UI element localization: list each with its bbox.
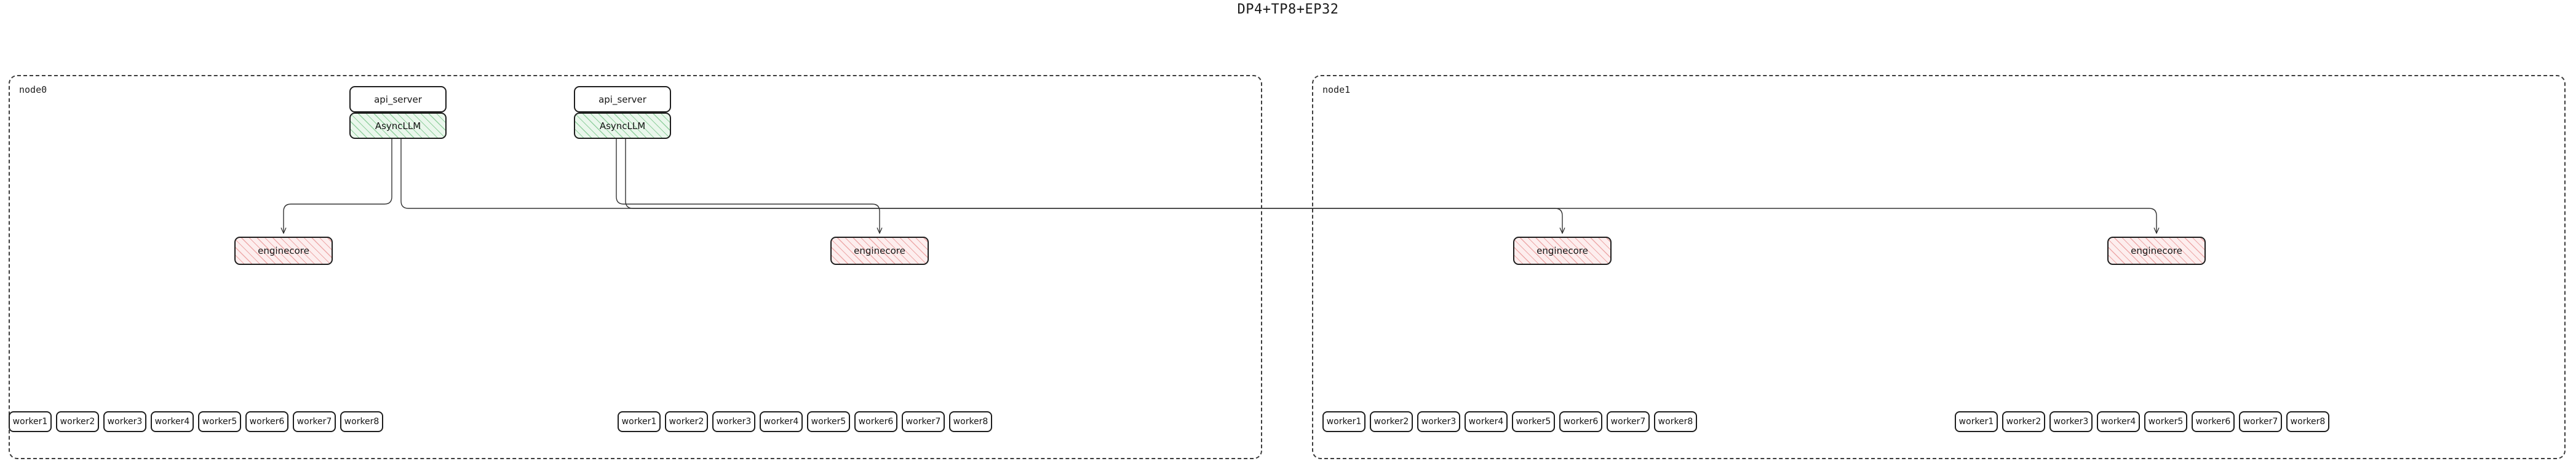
worker-box-label: worker4	[1468, 417, 1504, 427]
worker-box-label: worker3	[107, 417, 143, 427]
page-title: DP4+TP8+EP32	[1237, 2, 1339, 17]
worker-box-label: worker6	[2195, 417, 2231, 427]
worker-box[interactable]: worker7	[1607, 411, 1650, 432]
worker-box[interactable]: worker3	[712, 411, 755, 432]
async-llm-box-label: AsyncLLM	[375, 120, 421, 132]
worker-box-label: worker4	[763, 417, 799, 427]
worker-box-label: worker2	[60, 417, 95, 427]
worker-box-label: worker3	[1421, 417, 1457, 427]
worker-box-label: worker8	[2290, 417, 2326, 427]
api-server-box-label: api_server	[374, 93, 422, 105]
worker-box-label: worker8	[344, 417, 380, 427]
worker-box[interactable]: worker8	[949, 411, 992, 432]
worker-box[interactable]: worker7	[293, 411, 336, 432]
worker-box[interactable]: worker3	[103, 411, 146, 432]
worker-box[interactable]: worker4	[760, 411, 803, 432]
worker-box-label: worker2	[2006, 417, 2041, 427]
worker-box[interactable]: worker7	[2239, 411, 2282, 432]
worker-box[interactable]: worker8	[2286, 411, 2329, 432]
worker-box[interactable]: worker5	[198, 411, 241, 432]
api-server-box-label: api_server	[598, 93, 646, 105]
worker-box-label: worker5	[202, 417, 237, 427]
worker-box-label: worker6	[249, 417, 285, 427]
worker-box-label: worker1	[621, 417, 657, 427]
async-llm-box[interactable]: AsyncLLM	[574, 112, 671, 139]
worker-box-label: worker5	[811, 417, 846, 427]
worker-box-label: worker1	[1958, 417, 1994, 427]
worker-box[interactable]: worker8	[340, 411, 383, 432]
worker-box[interactable]: worker6	[2192, 411, 2235, 432]
worker-box-label: worker3	[2053, 417, 2089, 427]
worker-box-label: worker6	[1563, 417, 1599, 427]
worker-box[interactable]: worker3	[2049, 411, 2093, 432]
worker-box[interactable]: worker4	[151, 411, 194, 432]
worker-box-label: worker7	[905, 417, 941, 427]
enginecore-box[interactable]: enginecore	[2107, 237, 2206, 265]
worker-box-label: worker4	[154, 417, 190, 427]
worker-box[interactable]: worker2	[665, 411, 708, 432]
worker-box[interactable]: worker8	[1654, 411, 1697, 432]
worker-box-label: worker8	[1658, 417, 1693, 427]
worker-box[interactable]: worker1	[9, 411, 52, 432]
worker-box[interactable]: worker1	[1322, 411, 1366, 432]
worker-box[interactable]: worker5	[1512, 411, 1555, 432]
cluster-node1	[1312, 75, 2566, 459]
worker-box-label: worker7	[1610, 417, 1646, 427]
cluster-label-node0: node0	[19, 84, 47, 95]
worker-box-label: worker1	[12, 417, 48, 427]
async-llm-box[interactable]: AsyncLLM	[349, 112, 447, 139]
worker-box[interactable]: worker6	[245, 411, 288, 432]
worker-box-label: worker1	[1326, 417, 1362, 427]
worker-box[interactable]: worker5	[807, 411, 850, 432]
worker-box-label: worker2	[1373, 417, 1409, 427]
enginecore-box[interactable]: enginecore	[234, 237, 333, 265]
worker-box-label: worker2	[669, 417, 704, 427]
worker-box-label: worker5	[2148, 417, 2184, 427]
worker-box[interactable]: worker4	[2097, 411, 2140, 432]
enginecore-box-label: enginecore	[2131, 245, 2182, 256]
worker-box-label: worker4	[2101, 417, 2136, 427]
worker-box[interactable]: worker6	[854, 411, 897, 432]
worker-box[interactable]: worker1	[1955, 411, 1998, 432]
worker-box[interactable]: worker2	[56, 411, 99, 432]
worker-box-label: worker3	[716, 417, 752, 427]
worker-box[interactable]: worker2	[2002, 411, 2045, 432]
worker-box[interactable]: worker4	[1465, 411, 1508, 432]
worker-box-label: worker8	[953, 417, 988, 427]
cluster-label-node1: node1	[1322, 84, 1351, 95]
enginecore-box-label: enginecore	[854, 245, 905, 256]
enginecore-box[interactable]: enginecore	[1513, 237, 1612, 265]
worker-box[interactable]: worker2	[1370, 411, 1413, 432]
enginecore-box-label: enginecore	[258, 245, 309, 256]
enginecore-box-label: enginecore	[1536, 245, 1588, 256]
worker-box[interactable]: worker1	[618, 411, 661, 432]
worker-box-label: worker7	[2243, 417, 2278, 427]
worker-box[interactable]: worker7	[902, 411, 945, 432]
worker-box-label: worker5	[1516, 417, 1551, 427]
enginecore-box[interactable]: enginecore	[830, 237, 929, 265]
api-server-box[interactable]: api_server	[349, 86, 447, 112]
worker-box-label: worker7	[296, 417, 332, 427]
worker-box[interactable]: worker6	[1559, 411, 1602, 432]
worker-box[interactable]: worker5	[2144, 411, 2187, 432]
worker-box[interactable]: worker3	[1417, 411, 1460, 432]
async-llm-box-label: AsyncLLM	[599, 120, 646, 132]
api-server-box[interactable]: api_server	[574, 86, 671, 112]
cluster-node0	[9, 75, 1262, 459]
worker-box-label: worker6	[858, 417, 894, 427]
